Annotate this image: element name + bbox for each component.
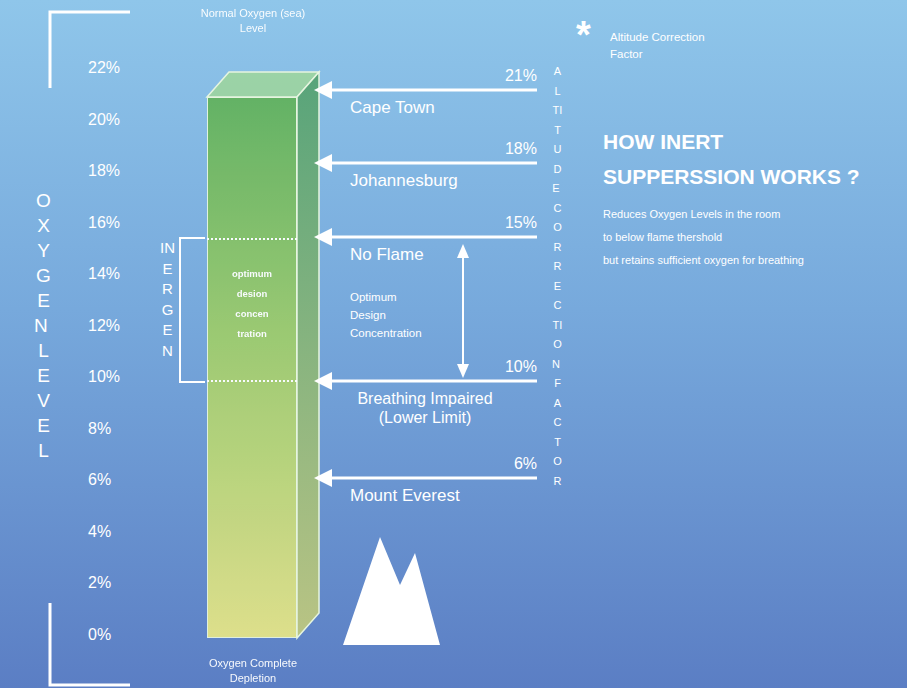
percent-label: 21% — [457, 66, 537, 86]
range-arrow — [457, 244, 469, 378]
axis-bracket — [50, 603, 130, 685]
note: Altitude Correction Factor — [610, 29, 722, 63]
body-text: but retains sufficient oxygen for breath… — [603, 252, 804, 268]
range-label: INERGEN — [160, 238, 175, 361]
axis-tick: 20% — [88, 110, 120, 130]
body-text: to below flame thershold — [603, 229, 722, 245]
level-arrows — [314, 81, 537, 487]
axis-tick: 18% — [88, 161, 120, 181]
vertical-title: ALTITUDE CORRECTION FACTOR — [552, 62, 563, 491]
range-bracket — [180, 238, 205, 382]
axis-tick: 22% — [88, 58, 120, 78]
axis-tick: 8% — [88, 419, 111, 439]
axis-tick: 14% — [88, 264, 120, 284]
heading: HOW INERT SUPPERSSION WORKS ? — [603, 124, 871, 194]
node-text: Normal Oxygen (sea) Level — [198, 6, 308, 36]
axis-title: OXYGEN LEVEL — [34, 188, 53, 463]
arrow-label: Cape Town — [350, 98, 435, 118]
axis-tick: 0% — [88, 625, 111, 645]
oxygen-column: Normal Oxygen (sea) LevelOxygen Complete… — [207, 97, 297, 638]
axis-tick: 4% — [88, 522, 111, 542]
asterisk: * — [576, 16, 591, 54]
column-side — [297, 72, 319, 638]
percent-label: 6% — [457, 454, 537, 474]
percent-label: 18% — [457, 139, 537, 159]
range-note: Optimum Design Concentration — [350, 288, 430, 342]
arrow-label: Mount Everest — [350, 486, 460, 506]
percent-label: 15% — [457, 213, 537, 233]
percent-label: 10% — [457, 357, 537, 377]
arrow-label: No Flame — [350, 245, 424, 265]
body-text: Reduces Oxygen Levels in the room — [603, 206, 780, 222]
arrow-label: Breathing Impaired (Lower Limit) — [345, 389, 505, 427]
axis-bracket — [50, 12, 130, 88]
axis-tick: 10% — [88, 367, 120, 387]
axis-tick: 16% — [88, 213, 120, 233]
axis-tick: 2% — [88, 573, 111, 593]
design-range: optimum desion concen tration — [207, 238, 297, 382]
axis-tick: 6% — [88, 470, 111, 490]
mountain-icon — [343, 537, 440, 645]
node-text: Oxygen Complete Depletion — [198, 656, 308, 686]
axis-tick: 12% — [88, 316, 120, 336]
node-text: optimum desion concen tration — [227, 264, 277, 344]
arrow-label: Johannesburg — [350, 171, 458, 191]
